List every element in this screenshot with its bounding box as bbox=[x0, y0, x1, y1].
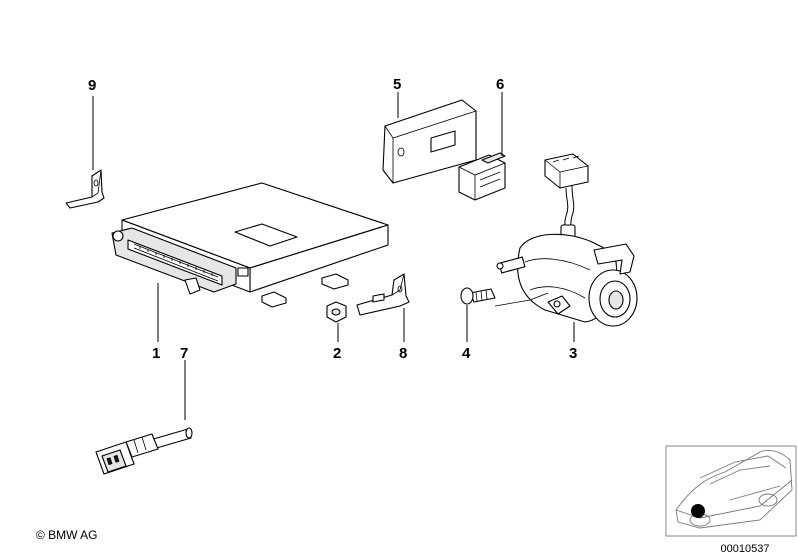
callout-9: 9 bbox=[88, 77, 96, 94]
vehicle-locator-thumbnail[interactable]: 00010537 bbox=[665, 445, 797, 555]
callout-2: 2 bbox=[333, 345, 341, 362]
part-8-bracket[interactable] bbox=[356, 273, 410, 316]
part-6-cover[interactable] bbox=[458, 152, 506, 201]
callout-7: 7 bbox=[180, 345, 188, 362]
part-2-nut[interactable] bbox=[326, 301, 347, 323]
part-3-ignition-switch[interactable] bbox=[494, 153, 638, 327]
part-7-sensor[interactable] bbox=[95, 427, 193, 475]
part-1-control-unit[interactable] bbox=[111, 182, 389, 308]
callout-8: 8 bbox=[399, 345, 407, 362]
callout-6: 6 bbox=[496, 76, 504, 93]
callout-labels: 9 5 6 1 7 2 8 4 3 bbox=[88, 76, 577, 362]
callout-3: 3 bbox=[569, 345, 577, 362]
callout-1: 1 bbox=[152, 345, 160, 362]
part-9-bracket[interactable] bbox=[65, 169, 105, 209]
document-number: 00010537 bbox=[721, 543, 770, 555]
car-outline bbox=[675, 449, 793, 529]
callout-5: 5 bbox=[393, 76, 401, 93]
callout-4: 4 bbox=[462, 345, 471, 362]
part-4-screw[interactable] bbox=[460, 287, 496, 305]
leader-lines bbox=[92, 92, 575, 420]
copyright-text: © BMW AG bbox=[36, 528, 98, 542]
location-marker bbox=[691, 504, 705, 518]
